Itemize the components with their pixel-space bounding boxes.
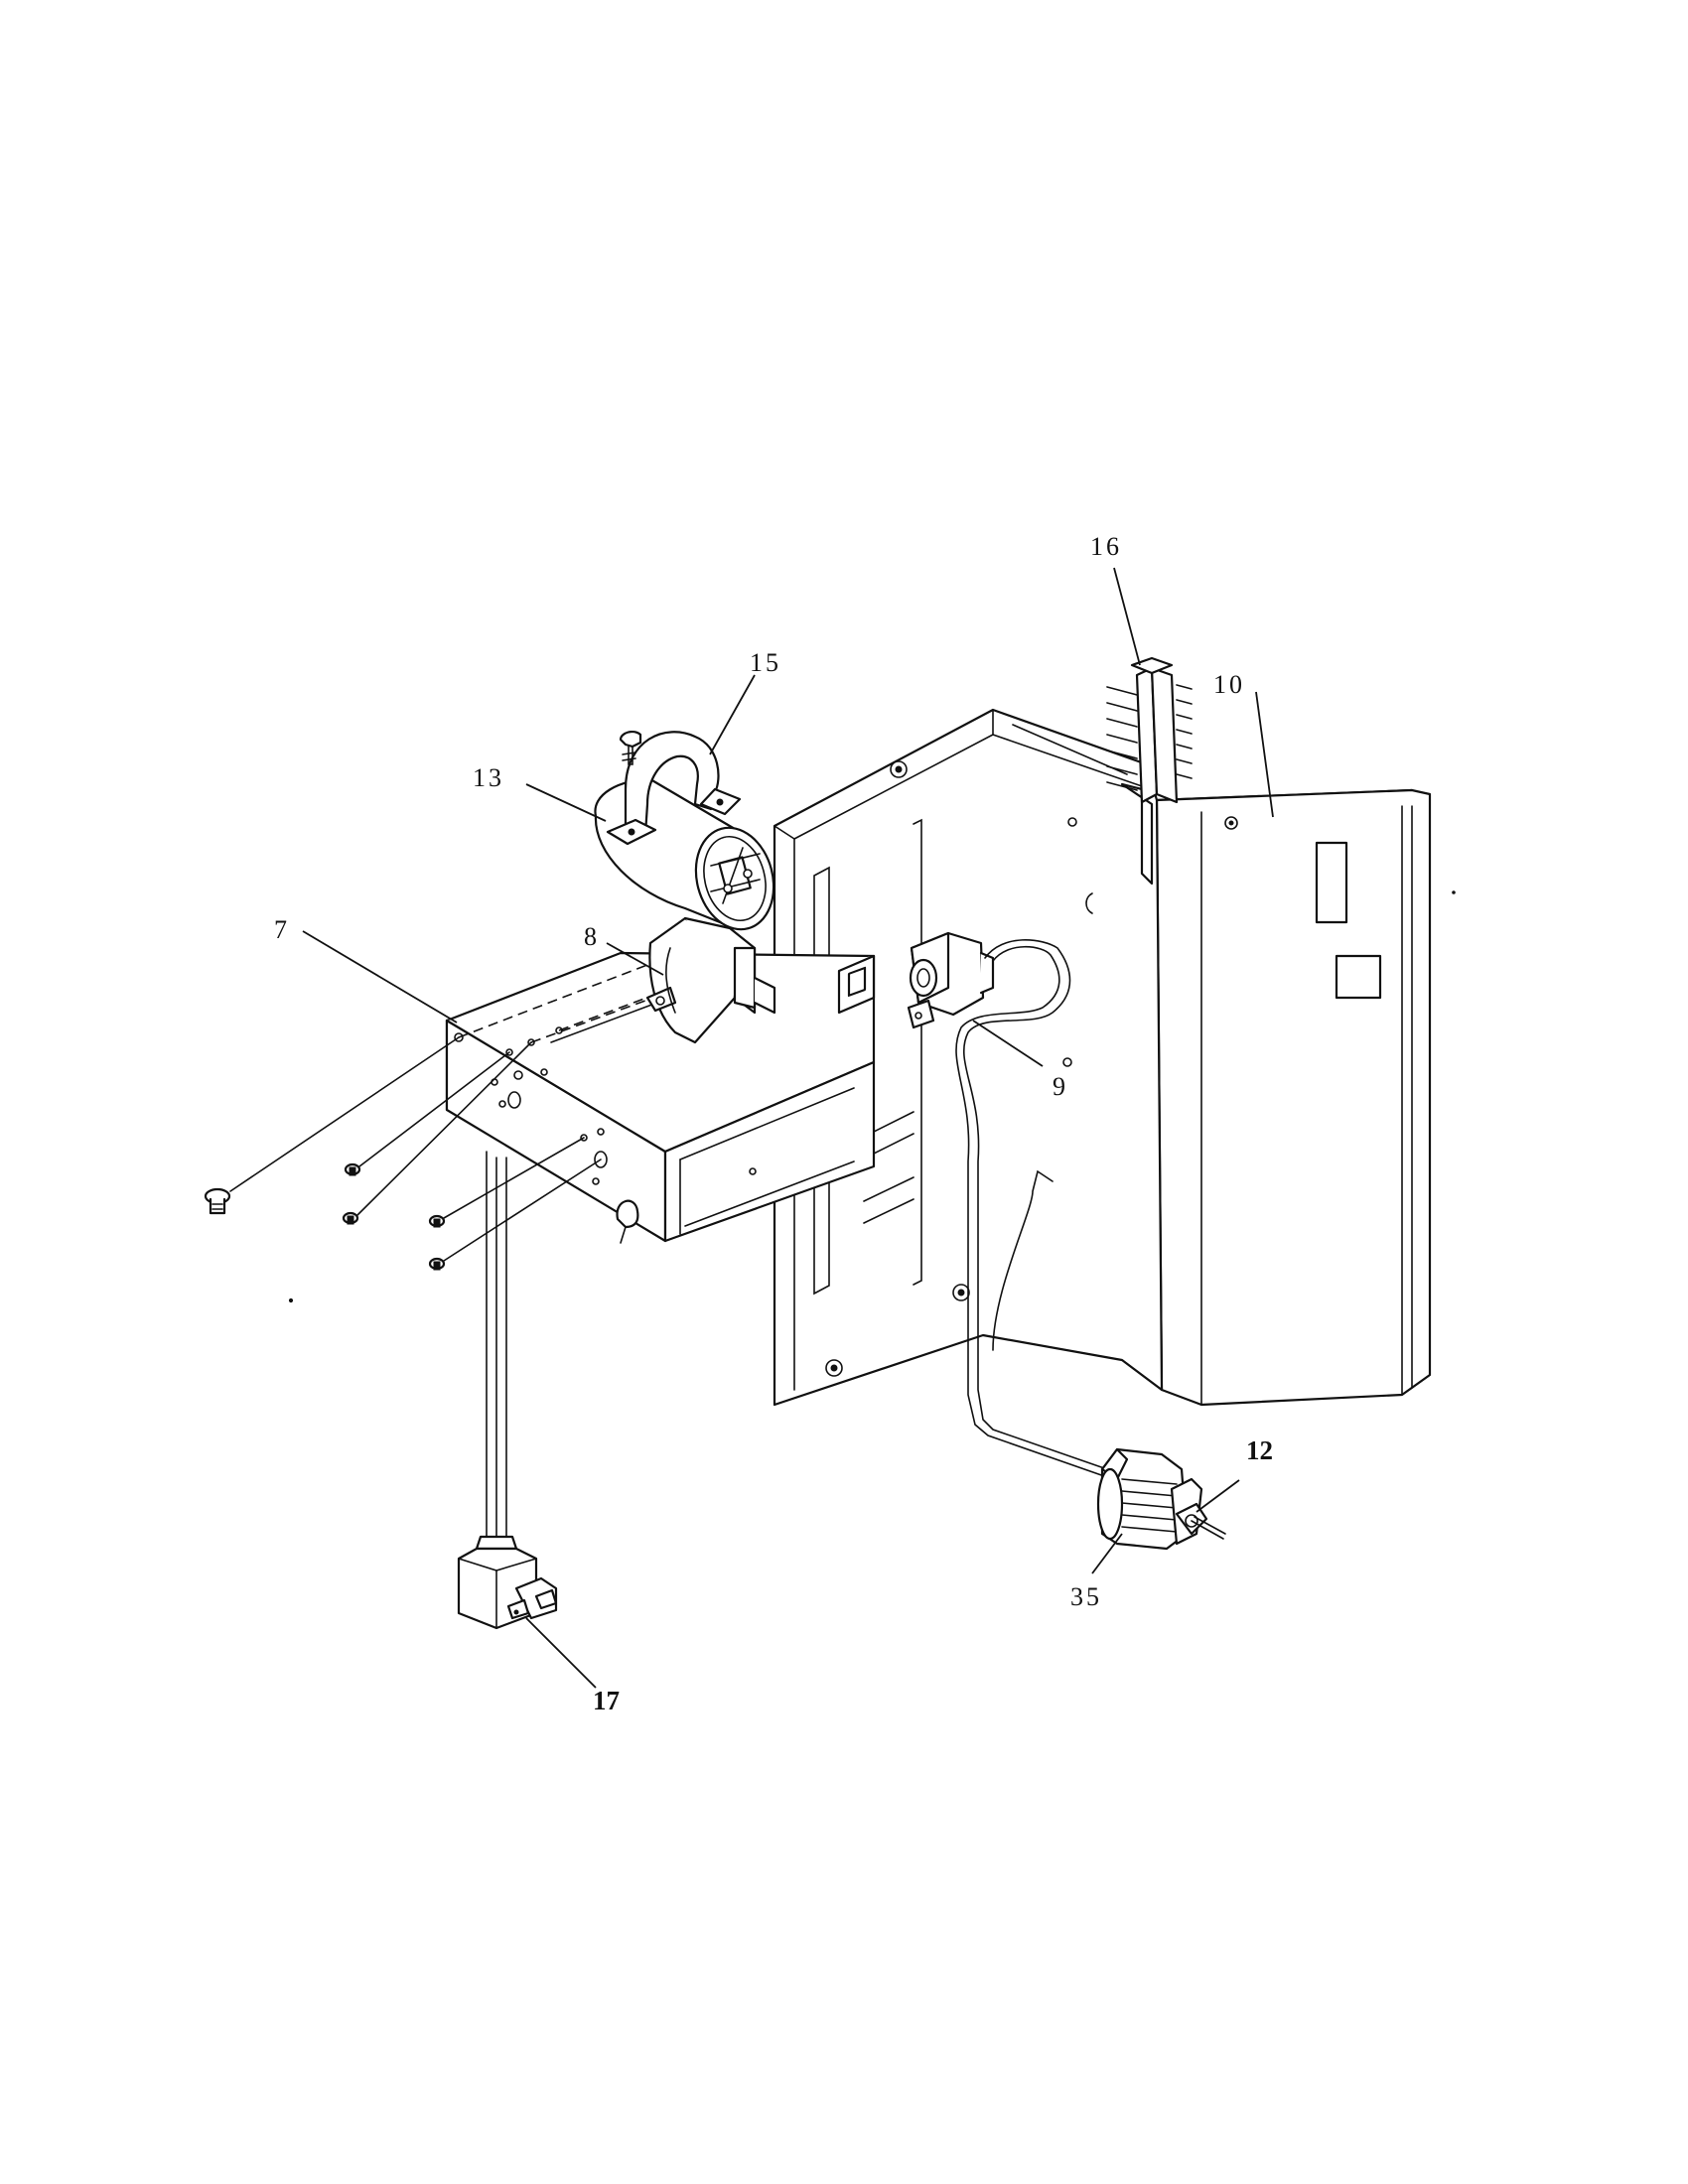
part-13-capacitor xyxy=(594,777,775,931)
callout-12: 12 xyxy=(1246,1435,1273,1465)
screw-small-1 xyxy=(344,1162,361,1176)
callout-15: 15 xyxy=(750,648,781,677)
callout-16: 16 xyxy=(1090,532,1122,561)
callout-9: 9 xyxy=(1053,1072,1068,1101)
part-35-sensor-holder xyxy=(1096,1447,1203,1551)
callout-7: 7 xyxy=(274,915,290,944)
screw-large xyxy=(204,1187,231,1215)
leader-lines xyxy=(302,567,1274,1689)
screw-small-3 xyxy=(428,1214,446,1228)
callout-35: 35 xyxy=(1070,1582,1102,1611)
callout-17: 17 xyxy=(593,1686,620,1715)
callout-8: 8 xyxy=(584,922,600,951)
part-15-capacitor-strap xyxy=(606,731,742,846)
speck-mark xyxy=(288,1297,294,1303)
screw-small-4 xyxy=(428,1257,446,1271)
screw-small-2 xyxy=(342,1211,359,1225)
part-8-switch xyxy=(645,916,776,1044)
callout-10: 10 xyxy=(1213,670,1245,699)
mounting-panel xyxy=(773,708,1164,1407)
callout-13: 13 xyxy=(473,763,504,792)
part-9-thermostat xyxy=(907,931,1108,1478)
callout-labels: 7 8 9 10 12 13 15 16 17 35 xyxy=(274,532,1273,1715)
screw-set xyxy=(204,1036,602,1271)
part-16-connector xyxy=(1106,656,1193,804)
part-17-power-cord xyxy=(457,1151,558,1630)
speck-mark xyxy=(1452,890,1456,894)
part-12-sensor-clip xyxy=(1175,1502,1226,1540)
